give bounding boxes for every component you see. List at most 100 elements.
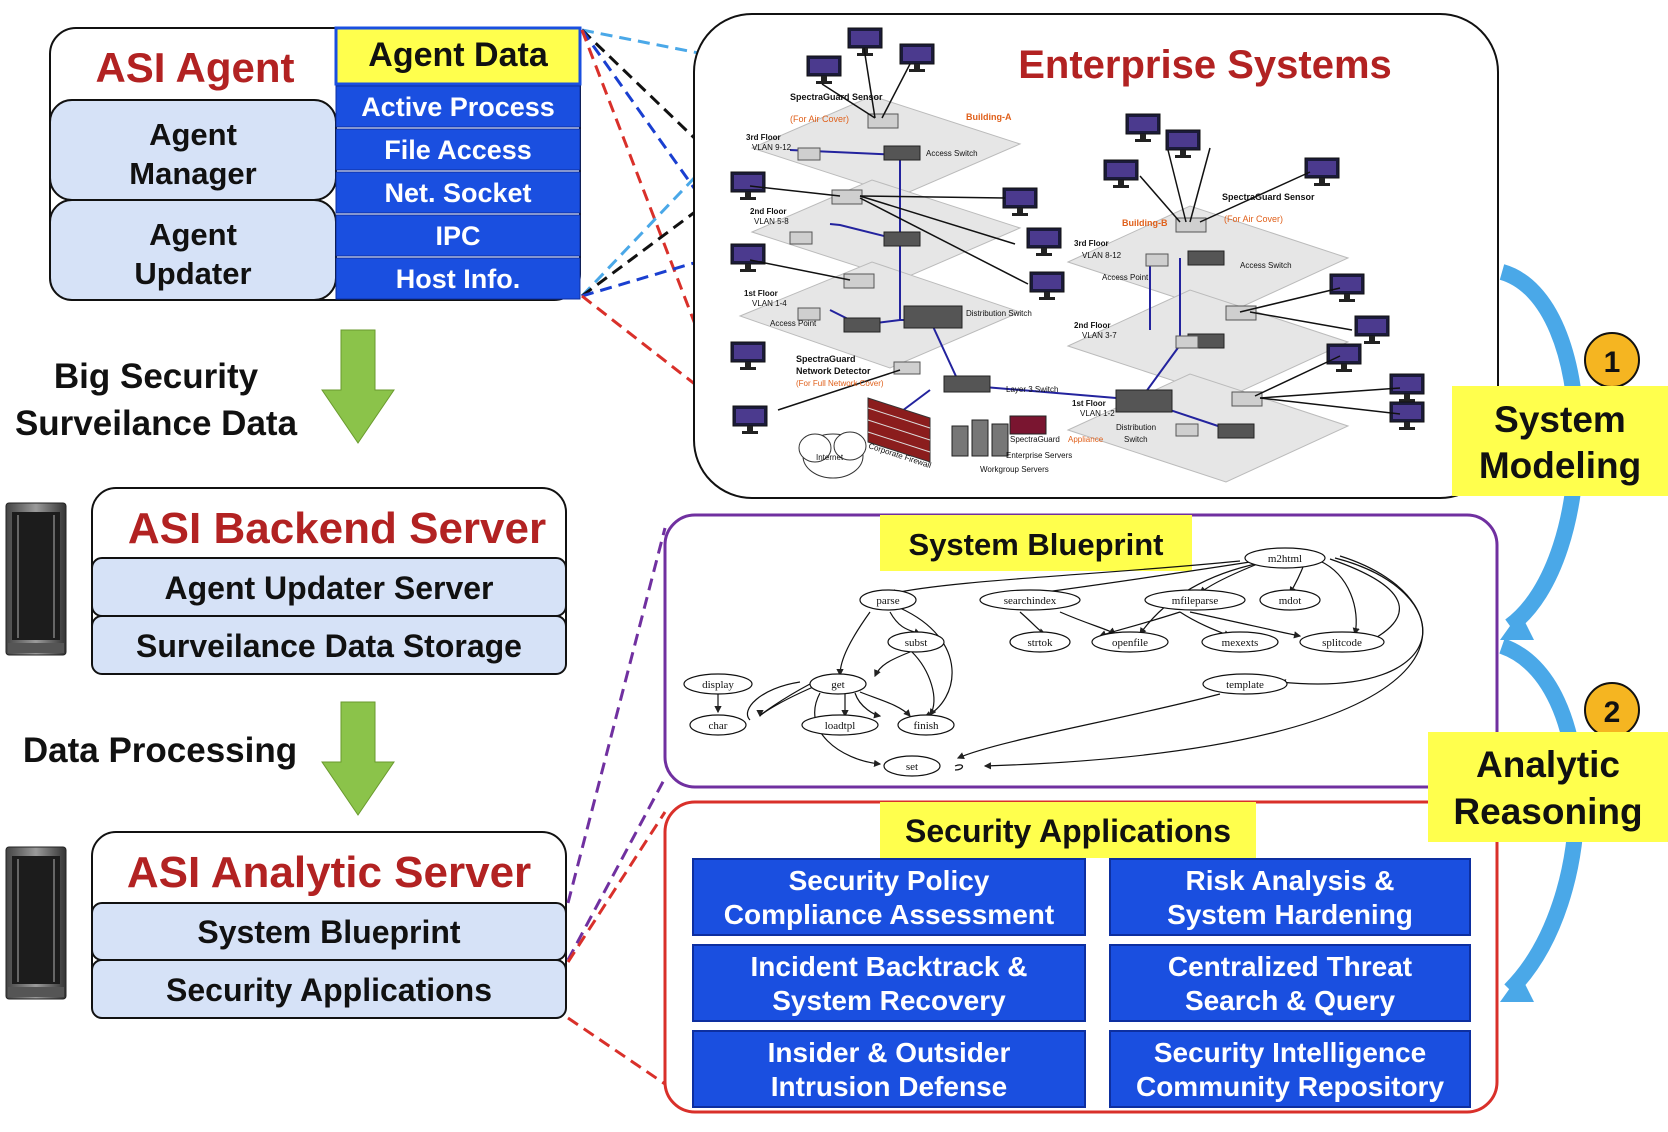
layer3-switch-label: Layer 3 Switch	[1006, 385, 1058, 394]
security-app-box	[1109, 858, 1471, 936]
monitor-base	[1399, 427, 1415, 430]
security-app-label: Security Intelligence	[1154, 1037, 1426, 1068]
internet-cloud-icon	[798, 431, 867, 479]
enterprise-systems-panel: Enterprise Systems	[693, 13, 1499, 499]
enterprise-servers-label: Enterprise Servers	[1006, 451, 1072, 460]
graph-node-label: template	[1226, 679, 1264, 691]
agent-data-item-box	[335, 171, 581, 214]
server-rack-icon	[5, 502, 67, 656]
monitor-base	[742, 431, 758, 434]
security-app-label: Insider & Outsider	[768, 1037, 1011, 1068]
monitor-base	[1364, 341, 1380, 344]
agent-data-item: Net. Socket	[384, 178, 531, 208]
graph-node-ellipse	[683, 673, 753, 695]
security-app-label: Risk Analysis &	[1185, 865, 1394, 896]
monitor-screen	[1006, 191, 1034, 205]
monitor-stand	[1369, 336, 1375, 341]
monitor-screen	[851, 31, 879, 45]
monitor-screen	[1107, 163, 1135, 177]
monitor-stand	[1404, 422, 1410, 427]
analytic-title: ASI Analytic Server	[127, 848, 531, 897]
appliance-label-2: Appliance	[1068, 435, 1104, 444]
monitor-screen	[1030, 231, 1058, 245]
graph-node-openfile: openfile	[1091, 631, 1169, 653]
graph-node-mexexts: mexexts	[1201, 631, 1279, 653]
graph-node-set: set	[883, 755, 941, 777]
security-app-box	[1109, 944, 1471, 1022]
access-point-a-label: Access Point	[770, 319, 817, 328]
graph-node-ellipse	[1244, 547, 1326, 569]
graph-node-ellipse	[1201, 631, 1279, 653]
monitor-screen	[734, 345, 762, 359]
agent-updater-module: Agent Updater	[49, 199, 337, 301]
monitor-base	[740, 269, 756, 272]
graph-node-ellipse	[979, 589, 1081, 611]
monitor-stand	[914, 64, 920, 69]
monitor-base	[740, 197, 756, 200]
step-1-label-line1: System	[1494, 399, 1626, 440]
graph-node-ellipse	[887, 631, 945, 653]
network-detector-label-3: (For Full Network Cover)	[796, 379, 884, 388]
security-app-label: Centralized Threat	[1168, 951, 1412, 982]
graph-node-ellipse	[689, 714, 747, 736]
security-app-label: Community Repository	[1136, 1071, 1444, 1102]
security-app-label: System Hardening	[1167, 899, 1413, 930]
graph-node-ellipse	[1259, 589, 1321, 611]
graph-node-label: splitcode	[1322, 637, 1362, 649]
security-apps-connectors	[566, 811, 667, 1086]
system-blueprint-label: System Blueprint	[197, 914, 461, 950]
monitor-screen	[903, 47, 931, 61]
security-app-label: Compliance Assessment	[724, 899, 1054, 930]
graph-node-loadtpl: loadtpl	[801, 714, 879, 736]
monitor-base	[1113, 185, 1129, 188]
b-floor1-vlan: VLAN 1-2	[1080, 409, 1115, 418]
system-blueprint-panel: System Blueprint	[663, 513, 1499, 789]
monitor-stand	[745, 192, 751, 197]
security-applications-box	[91, 959, 567, 1019]
monitor-stand	[1041, 248, 1047, 253]
server-rack-icon	[5, 846, 67, 1000]
step-2-label-line1: Analytic	[1476, 744, 1620, 785]
server-icons	[951, 415, 1047, 457]
security-app-label: Search & Query	[1185, 985, 1396, 1016]
monitor-base	[1314, 183, 1330, 186]
agent-updater-line2: Updater	[134, 256, 251, 291]
graph-node-mfileparse: mfileparse	[1144, 589, 1246, 611]
graph-node-label: parse	[876, 595, 899, 607]
access-point-b-label: Access Point	[1102, 273, 1149, 282]
a-floor3-vlan: VLAN 9-12	[752, 143, 792, 152]
monitor-stand	[1118, 180, 1124, 185]
step-1-number: 1	[1604, 346, 1621, 379]
step-2-label-line2: Reasoning	[1453, 791, 1642, 832]
graph-node-ellipse	[897, 714, 955, 736]
monitor-screen	[1169, 133, 1197, 147]
monitor-base	[1036, 253, 1052, 256]
agent-data-item: File Access	[384, 135, 532, 165]
monitor-base	[1012, 213, 1028, 216]
agent-data-header: Agent Data	[368, 36, 549, 74]
monitor-base	[740, 367, 756, 370]
agent-updater-line1: Agent	[149, 217, 237, 252]
agent-data-item-box	[335, 257, 581, 300]
graph-node-label: set	[906, 761, 918, 773]
call-graph	[714, 555, 1424, 771]
security-app-label: System Recovery	[772, 985, 1006, 1016]
distribution-switch-a-label: Distribution Switch	[966, 309, 1032, 318]
security-app-box	[692, 858, 1086, 936]
monitor-base	[1039, 297, 1055, 300]
security-app-label: Incident Backtrack &	[751, 951, 1028, 982]
graph-node-subst: subst	[887, 631, 945, 653]
a-floor2-label: 2nd Floor	[750, 207, 786, 216]
distribution-switch-b-label-1: Distribution	[1116, 423, 1156, 432]
monitor-base	[816, 81, 832, 84]
network-diagram: Building-A SpectraGuard Sensor (For Air …	[730, 27, 1425, 483]
b-floor2-label: 2nd Floor	[1074, 321, 1110, 330]
graph-node-label: m2html	[1268, 553, 1302, 565]
security-app-label: Intrusion Defense	[771, 1071, 1007, 1102]
a-floor3-label: 3rd Floor	[746, 133, 781, 142]
monitor-base	[1399, 399, 1415, 402]
monitor-screen	[1393, 405, 1421, 419]
monitor-stand	[1344, 294, 1350, 299]
